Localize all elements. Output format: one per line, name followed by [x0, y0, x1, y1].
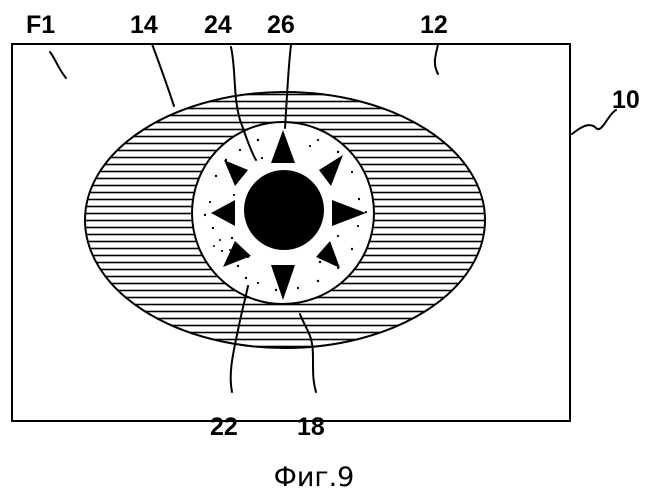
label-10: 10	[612, 86, 640, 114]
leader-10	[572, 110, 616, 134]
leader-12	[435, 44, 438, 74]
figure-caption: Фиг.9	[274, 462, 355, 493]
leader-14	[152, 44, 174, 106]
label-12: 12	[420, 11, 448, 39]
label-14: 14	[130, 11, 158, 39]
label-22: 22	[210, 413, 238, 441]
label-f1: F1	[26, 11, 55, 39]
label-26: 26	[267, 11, 295, 39]
label-18: 18	[297, 413, 325, 441]
leader-f1	[50, 52, 66, 78]
central-disc	[244, 170, 324, 250]
label-24: 24	[204, 11, 232, 39]
